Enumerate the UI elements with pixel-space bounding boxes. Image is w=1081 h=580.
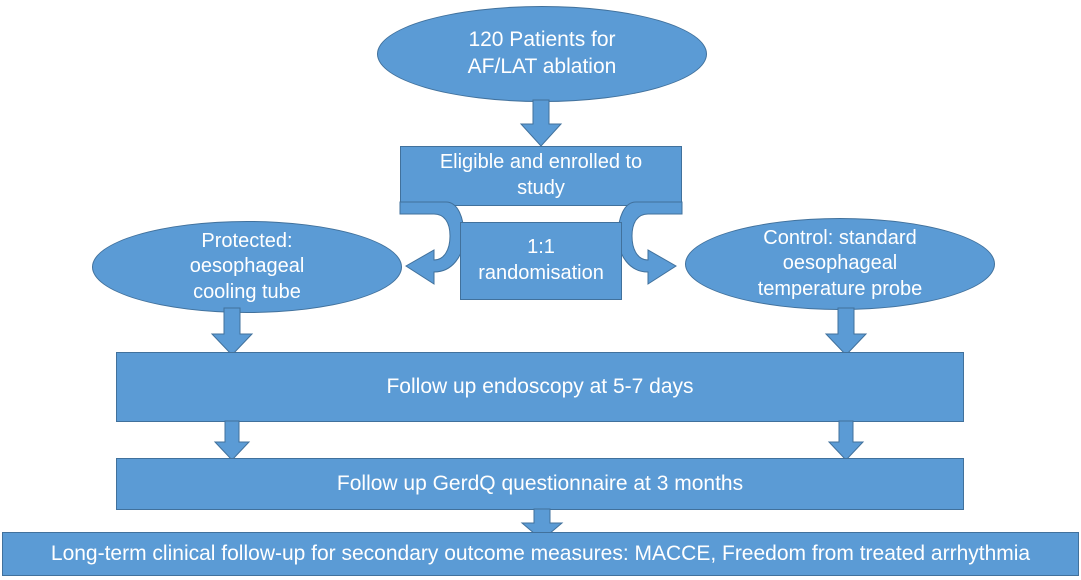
node-randomisation[interactable]: 1:1 randomisation bbox=[460, 222, 622, 300]
node-endoscopy[interactable]: Follow up endoscopy at 5-7 days bbox=[116, 352, 964, 422]
connector-protected-to-endoscopy bbox=[208, 307, 256, 356]
node-gerdq[interactable]: Follow up GerdQ questionnaire at 3 month… bbox=[116, 458, 964, 510]
connector-enrolment-to-eligible bbox=[513, 99, 569, 148]
connector-gerdq-to-long-term bbox=[519, 508, 565, 541]
node-enrolment[interactable]: 120 Patients for AF/LAT ablation bbox=[377, 6, 707, 102]
connector-endoscopy-to-gerdq-left bbox=[212, 420, 252, 461]
connector-control-to-endoscopy bbox=[822, 307, 870, 356]
node-protected-arm[interactable]: Protected: oesophageal cooling tube bbox=[92, 221, 402, 313]
connector-endoscopy-to-gerdq-right bbox=[826, 420, 866, 461]
node-long-term[interactable]: Long-term clinical follow-up for seconda… bbox=[2, 532, 1079, 576]
node-control-arm[interactable]: Control: standard oesophageal temperatur… bbox=[685, 218, 995, 310]
node-eligible[interactable]: Eligible and enrolled to study bbox=[400, 146, 682, 206]
